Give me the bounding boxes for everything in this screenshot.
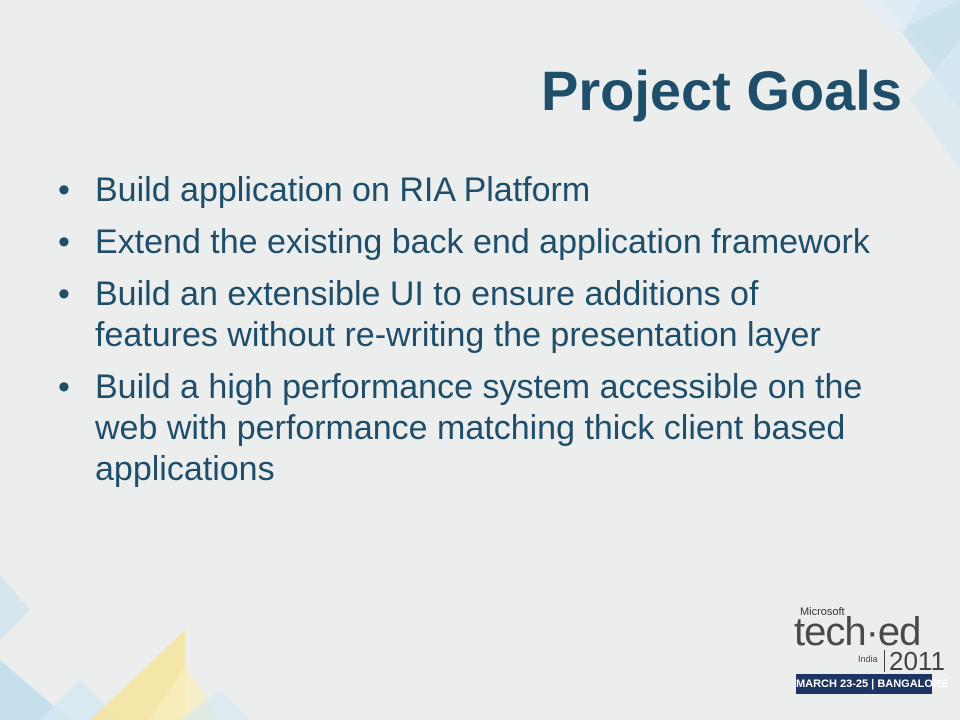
decor-triangle xyxy=(180,690,250,720)
decor-triangle xyxy=(910,40,960,170)
bullet-item: • Extend the existing back end applicati… xyxy=(58,222,878,263)
bullet-item: • Build a high performance system access… xyxy=(58,367,878,490)
slide-title: Project Goals xyxy=(540,59,902,122)
decor-triangle xyxy=(0,660,70,720)
decor-triangle xyxy=(40,680,120,720)
decor-triangle xyxy=(90,630,185,720)
bullet-item: • Build application on RIA Platform xyxy=(58,170,878,211)
bullet-text: Build application on RIA Platform xyxy=(95,171,591,209)
logo-brand: Microsoft xyxy=(800,606,845,618)
bullet-icon: • xyxy=(58,368,70,406)
bullet-item: • Build an extensible UI to ensure addit… xyxy=(58,274,878,356)
logo-event: tech·ed xyxy=(794,610,921,654)
bullet-text: Build an extensible UI to ensure additio… xyxy=(95,275,821,354)
decor-triangle xyxy=(0,575,30,640)
bullet-icon: • xyxy=(58,223,70,261)
teched-logo: Microsoft tech·ed India 2011 MARCH 23-25… xyxy=(792,606,948,696)
bullet-list: • Build application on RIA Platform • Ex… xyxy=(58,170,878,501)
logo-separator xyxy=(884,650,885,672)
bullet-icon: • xyxy=(58,171,70,209)
logo-year: 2011 xyxy=(889,646,945,676)
bullet-icon: • xyxy=(58,275,70,313)
decor-triangle xyxy=(860,0,920,40)
logo-banner: MARCH 23-25 | BANGALORE xyxy=(796,674,948,694)
logo-country: India xyxy=(858,654,878,664)
bullet-text: Extend the existing back end application… xyxy=(95,223,870,261)
bullet-text: Build a high performance system accessib… xyxy=(95,368,863,488)
